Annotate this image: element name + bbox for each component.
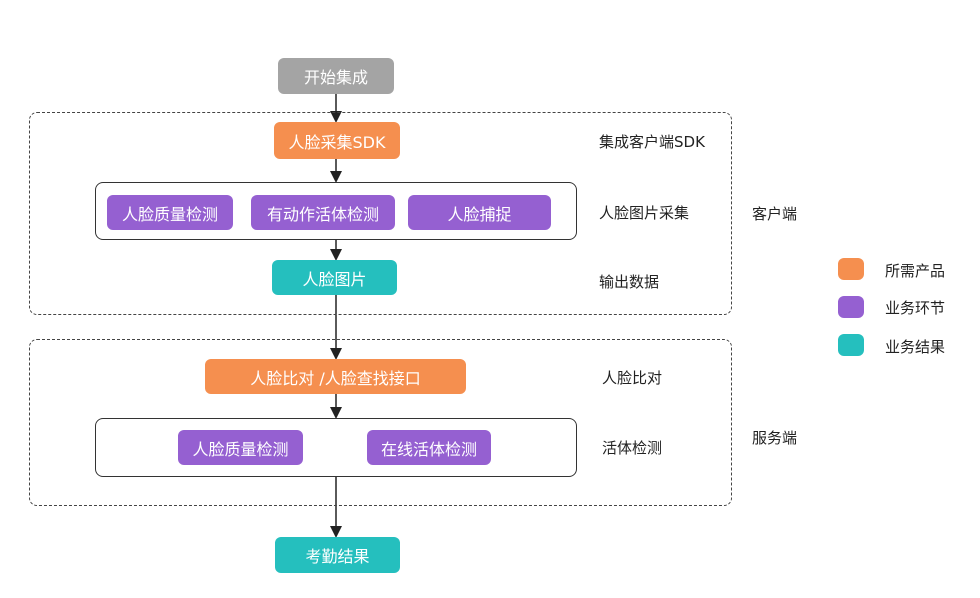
attendance-result-node: 考勤结果	[275, 537, 400, 573]
face-sdk-node: 人脸采集SDK	[274, 122, 400, 159]
step-label-face-compare: 人脸比对	[602, 369, 663, 387]
legend-label-business-result: 业务结果	[885, 338, 946, 356]
server-quality-check-node: 人脸质量检测	[178, 430, 303, 465]
legend-swatch-business-step	[838, 296, 864, 318]
start-node: 开始集成	[278, 58, 394, 94]
online-liveness-node: 在线活体检测	[367, 430, 491, 465]
server-group	[29, 339, 732, 506]
group-label-server: 服务端	[752, 429, 798, 447]
step-label-liveness-check: 活体检测	[602, 439, 663, 457]
quality-check-node: 人脸质量检测	[107, 195, 233, 230]
legend-swatch-business-result	[838, 334, 864, 356]
legend-swatch-product	[838, 258, 864, 280]
legend-label-product: 所需产品	[885, 262, 946, 280]
face-image-node: 人脸图片	[272, 260, 397, 295]
group-label-client: 客户端	[752, 205, 798, 223]
face-capture-node: 人脸捕捉	[408, 195, 551, 230]
face-compare-api-node: 人脸比对 /人脸查找接口	[205, 359, 466, 394]
step-label-output-data: 输出数据	[599, 273, 660, 291]
action-liveness-node: 有动作活体检测	[251, 195, 395, 230]
liveness-container	[95, 418, 577, 477]
step-label-image-capture: 人脸图片采集	[599, 204, 690, 222]
step-label-integrate-sdk: 集成客户端SDK	[599, 133, 705, 151]
capture-container	[95, 182, 577, 240]
client-group	[29, 112, 732, 315]
legend-label-business-step: 业务环节	[885, 299, 946, 317]
